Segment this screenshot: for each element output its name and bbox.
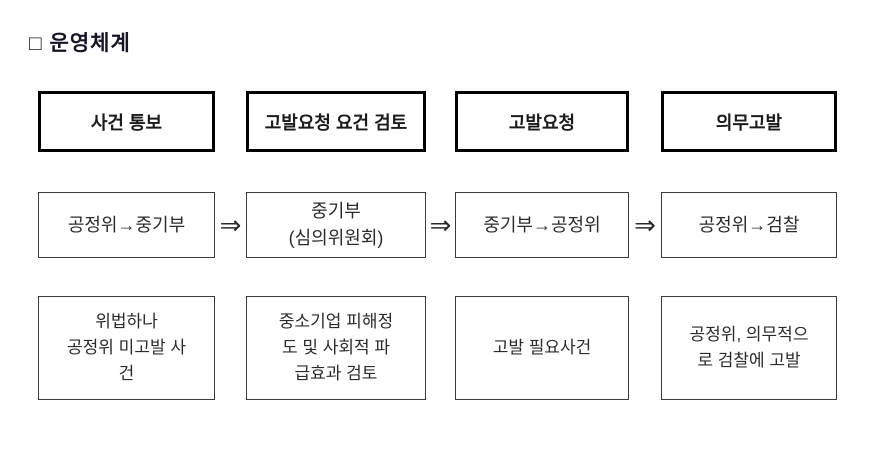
flow-box-label: 공정위→검찰 <box>698 214 800 235</box>
stage-header-requirements-review: 고발요청 요건 검토 <box>246 91 426 152</box>
stage-header-accusation-request: 고발요청 <box>455 91 629 152</box>
double-arrow-icon: ⇒ <box>429 209 452 240</box>
flow-box-ftc-to-mss: 공정위→중기부 <box>38 192 215 258</box>
flow-box-label: 중기부→공정위 <box>483 214 601 235</box>
desc-box-damage-review: 중소기업 피해정 도 및 사회적 파 급효과 검토 <box>246 296 426 400</box>
desc-box-cases-requiring-accusation: 고발 필요사건 <box>455 296 629 400</box>
stage-header-case-notification: 사건 통보 <box>38 91 215 152</box>
desc-box-unreported-cases: 위법하나 공정위 미고발 사 건 <box>38 296 215 400</box>
stage-header-label: 사건 통보 <box>90 112 163 133</box>
stage-header-label: 고발요청 요건 검토 <box>264 112 408 133</box>
double-arrow-icon: ⇒ <box>634 209 656 240</box>
double-arrow-icon: ⇒ <box>219 209 242 240</box>
stage-header-mandatory-accusation: 의무고발 <box>661 91 837 152</box>
stage-header-label: 의무고발 <box>715 112 783 133</box>
desc-box-mandatory-accusation-to-prosecution: 공정위, 의무적으 로 검찰에 고발 <box>661 296 837 400</box>
stage-header-label: 고발요청 <box>508 112 576 133</box>
desc-box-label: 공정위, 의무적으 로 검찰에 고발 <box>689 325 809 370</box>
flow-box-label: 공정위→중기부 <box>67 214 186 235</box>
desc-box-label: 고발 필요사건 <box>492 338 592 357</box>
flow-box-ftc-to-prosecution: 공정위→검찰 <box>661 192 837 258</box>
diagram-title: □ 운영체계 <box>29 32 131 55</box>
desc-box-label: 위법하나 공정위 미고발 사 건 <box>67 312 186 383</box>
flow-box-mss-committee: 중기부 (심의위원회) <box>246 192 426 258</box>
flow-box-mss-to-ftc: 중기부→공정위 <box>455 192 629 258</box>
flow-box-label: 중기부 (심의위원회) <box>288 201 384 248</box>
desc-box-label: 중소기업 피해정 도 및 사회적 파 급효과 검토 <box>278 312 394 383</box>
